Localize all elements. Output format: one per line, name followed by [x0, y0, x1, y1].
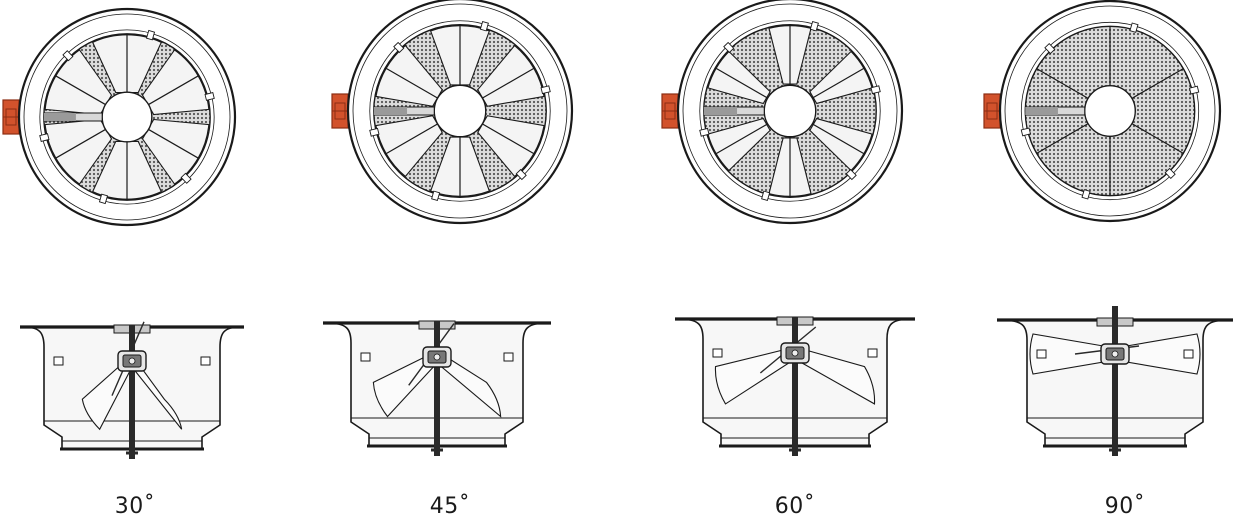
spoke: [1131, 68, 1184, 99]
spoke: [812, 67, 865, 99]
spoke: [812, 123, 865, 155]
bracket-tab: [180, 172, 192, 184]
damper-top-view-30: [2, 7, 237, 227]
damper-side-view-45: [323, 320, 551, 456]
bracket-tab: [723, 41, 735, 54]
lug: [867, 348, 878, 358]
bracket-tab: [1081, 189, 1091, 200]
hub: [763, 84, 817, 138]
bracket-tab: [98, 193, 109, 205]
lug: [53, 356, 64, 366]
bracket-tab: [62, 50, 74, 62]
bracket-tab: [870, 85, 881, 95]
damper-top-view-45: [331, 0, 574, 225]
spoke: [54, 128, 106, 160]
spoke: [1036, 123, 1089, 154]
blade-side: [81, 353, 133, 431]
spoke: [148, 74, 200, 106]
spoke: [1131, 123, 1184, 154]
bracket-tab: [1188, 85, 1200, 95]
lug: [712, 348, 723, 358]
lug: [1036, 349, 1047, 359]
bracket-tab: [479, 20, 489, 32]
vertical-shaft: [434, 321, 440, 456]
bracket-tab: [845, 168, 857, 181]
bracket-tab: [809, 20, 819, 32]
bracket-tab: [204, 92, 215, 101]
angle-label-60: 60˚: [774, 494, 816, 519]
hub: [1083, 84, 1136, 137]
hub: [101, 91, 153, 143]
lug: [1183, 349, 1194, 359]
bracket-tab: [515, 168, 527, 181]
blade-side: [1114, 333, 1201, 375]
bracket-tab: [1129, 22, 1139, 33]
bracket-tab: [761, 190, 771, 202]
bracket-tab: [145, 29, 156, 41]
bracket-tab: [431, 190, 441, 202]
damper-side-view-30: [20, 321, 244, 459]
angle-label-45: 45˚: [429, 494, 471, 519]
blade-side: [1029, 333, 1116, 375]
bracket-tab: [1020, 127, 1032, 137]
spoke: [715, 67, 768, 99]
damper-top-view-90: [983, 0, 1222, 223]
blade-side: [436, 350, 502, 418]
lug: [360, 352, 371, 362]
blade-side: [794, 346, 876, 405]
damper-side-view-60: [675, 316, 915, 456]
spoke: [385, 67, 438, 99]
spoke: [482, 123, 535, 155]
lug: [200, 356, 211, 366]
blade-side: [131, 353, 183, 430]
spoke: [385, 123, 438, 155]
spoke: [482, 67, 535, 99]
hub: [433, 84, 487, 138]
spoke: [148, 128, 200, 160]
bracket-tab: [1164, 167, 1176, 180]
angle-label-90: 90˚: [1104, 494, 1146, 519]
bracket-tab: [369, 127, 380, 137]
bracket-tab: [393, 41, 405, 54]
spoke: [715, 123, 768, 155]
damper-top-view-60: [661, 0, 904, 225]
bracket-tab: [39, 133, 50, 142]
vertical-shaft: [792, 317, 798, 456]
bracket-tab: [1044, 42, 1056, 55]
spoke: [54, 74, 106, 106]
lug: [503, 352, 514, 362]
angle-label-30: 30˚: [114, 494, 156, 519]
spoke: [1036, 68, 1089, 99]
bracket-tab: [540, 85, 551, 95]
vertical-shaft: [129, 325, 135, 459]
bracket-tab: [699, 127, 710, 137]
damper-side-view-90: [997, 306, 1233, 456]
vertical-shaft: [1112, 306, 1118, 456]
